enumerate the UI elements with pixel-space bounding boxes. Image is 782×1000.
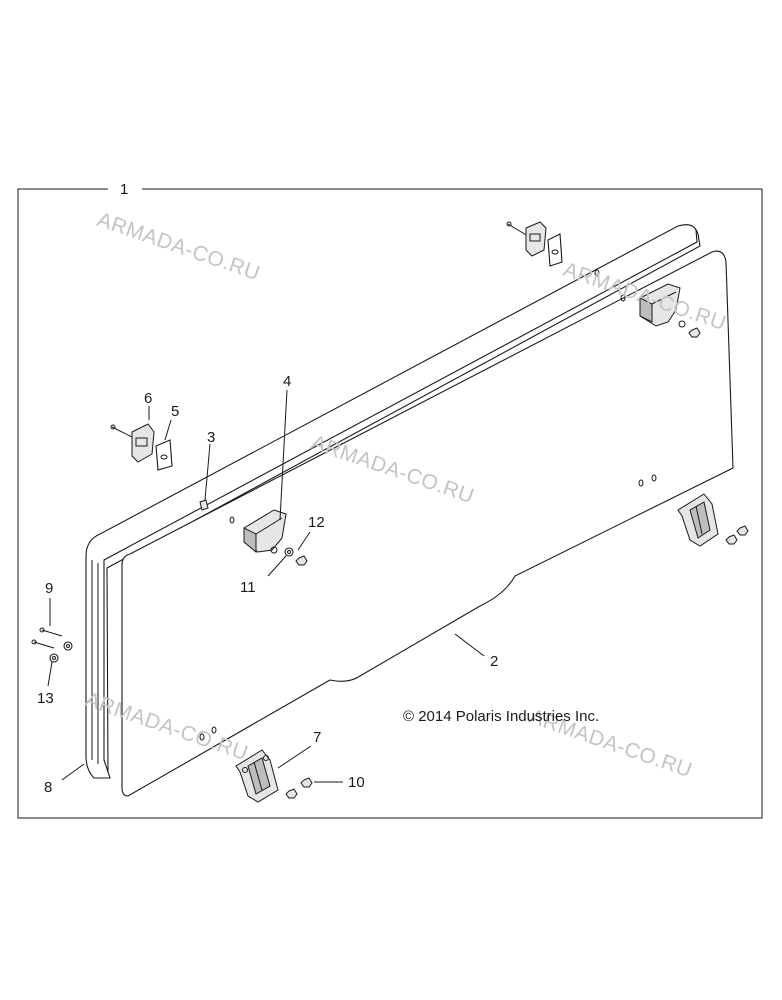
latch-bracket-left [243,509,287,554]
callout-10: 10 [348,774,365,791]
callout-12: 12 [308,514,325,531]
pin [199,499,209,511]
door-seal-frame [85,224,701,779]
glass-panel [121,250,734,797]
washer-and-nut [284,547,308,566]
callout-8: 8 [44,779,52,796]
callout-3: 3 [207,429,215,446]
latch-bracket-right [639,283,701,338]
copyright-notice: © 2014 Polaris Industries Inc. [403,708,599,725]
callout-7: 7 [313,729,321,746]
assembly-frame [17,188,763,819]
latch-plate-top-right [506,221,563,267]
callout-6: 6 [144,390,152,407]
callout-1: 1 [120,181,128,198]
latch-plate-left [110,423,173,471]
panel-holes [199,269,657,741]
callout-13: 13 [37,690,54,707]
screws-and-washers [31,627,73,663]
callout-11: 11 [240,579,256,596]
watermark-1: ARMADA-CO.RU [94,208,263,285]
callout-4: 4 [283,373,291,390]
callout-5: 5 [171,403,179,420]
hinge-nuts [285,777,313,799]
callout-9: 9 [45,580,53,597]
leader-lines [47,389,485,783]
callout-2: 2 [490,653,498,670]
hinge-right [677,493,749,547]
hinge-bottom [235,749,279,803]
